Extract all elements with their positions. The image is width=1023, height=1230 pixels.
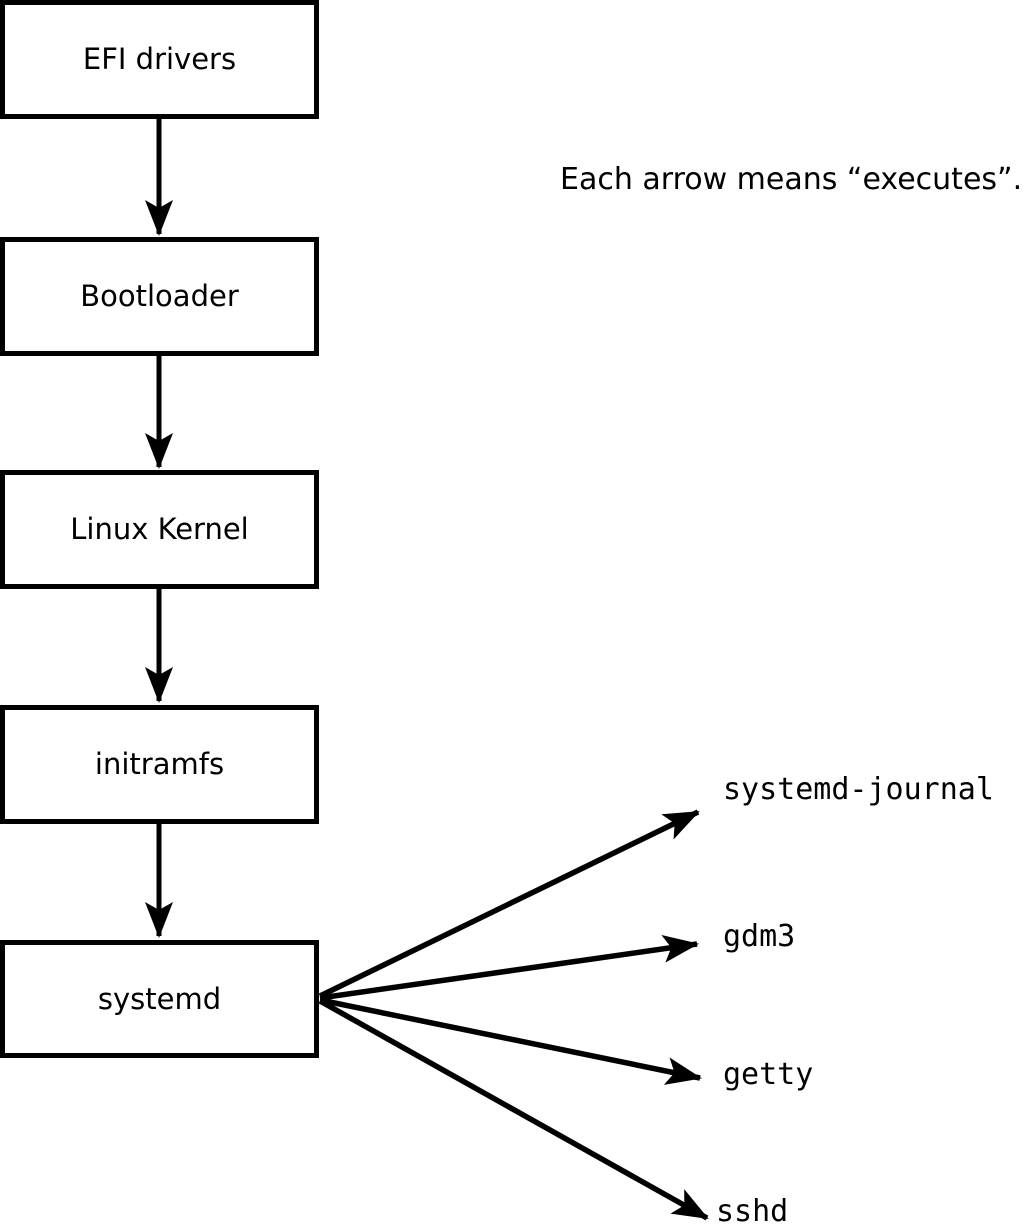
node-efi-drivers: EFI drivers [0, 0, 319, 119]
node-initramfs: initramfs [0, 705, 319, 824]
leaf-systemd-journal: systemd-journal [723, 772, 994, 807]
leaf-sshd: sshd [716, 1194, 789, 1229]
node-systemd: systemd [0, 940, 319, 1058]
leaf-getty: getty [723, 1057, 814, 1092]
arrow-systemd-to-sshd [318, 998, 709, 1221]
leaf-gdm3: gdm3 [723, 919, 796, 954]
arrow-systemd-to-gdm3 [319, 934, 699, 1001]
arrow-systemd-to-getty [319, 997, 702, 1085]
node-linux-kernel: Linux Kernel [0, 470, 319, 589]
node-label: systemd [97, 981, 222, 1016]
node-label: initramfs [94, 747, 225, 781]
node-bootloader: Bootloader [0, 237, 319, 356]
node-label: Linux Kernel [70, 512, 249, 546]
arrow-systemd-to-journal [318, 809, 700, 999]
legend-note: Each arrow means “executes”. [560, 162, 1023, 197]
node-label: EFI drivers [82, 42, 237, 76]
node-label: Bootloader [80, 279, 239, 313]
